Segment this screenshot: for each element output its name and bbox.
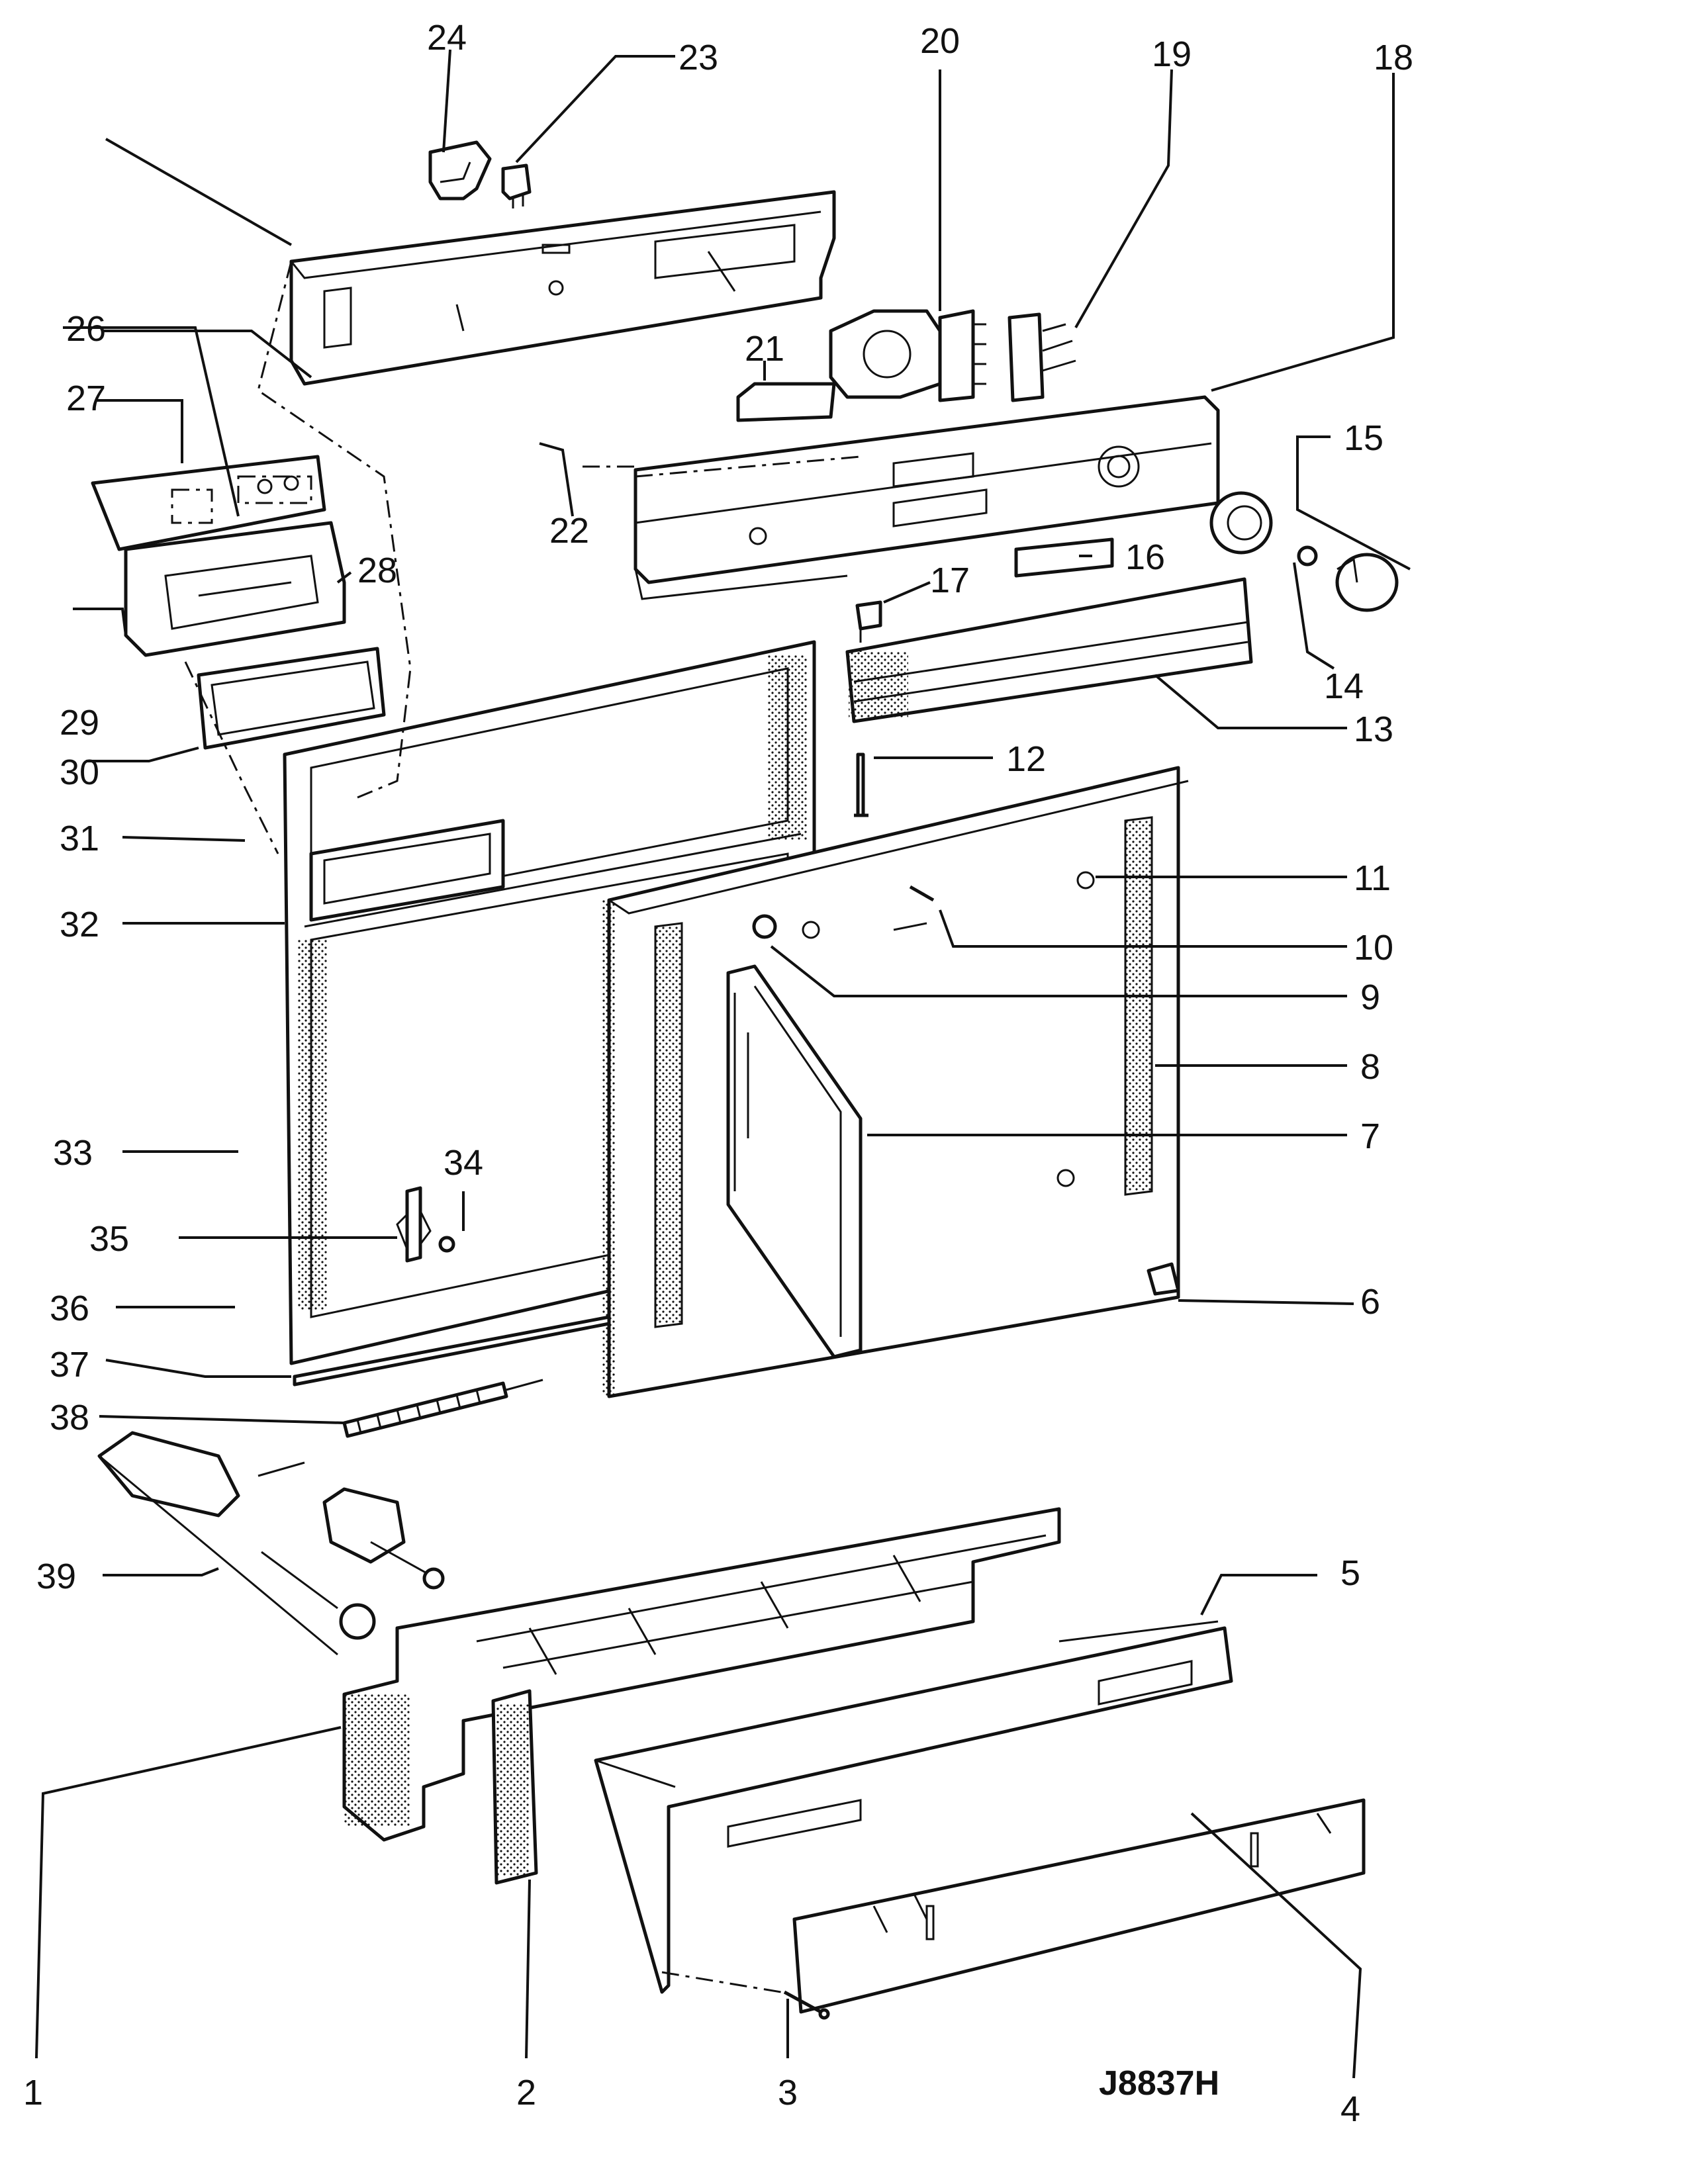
side-bracket (491, 1689, 538, 1885)
hinge-mechanism (97, 1431, 445, 1656)
callout-17: 17 (930, 561, 970, 600)
callout-32: 32 (60, 905, 99, 944)
callout-19: 19 (1152, 34, 1192, 74)
callout-33: 33 (53, 1133, 93, 1173)
front-plinth (792, 1798, 1366, 2014)
callout-9: 9 (1360, 978, 1380, 1017)
indicator-lens (1014, 537, 1114, 578)
callout-30: 30 (60, 752, 99, 792)
callout-14: 14 (1324, 666, 1364, 706)
callout-15: 15 (1344, 418, 1383, 458)
drawing-code: J8837H (1099, 2064, 1219, 2103)
control-knob (1335, 553, 1399, 612)
door-seal-strip (293, 1315, 611, 1387)
door-hinge-frame (726, 922, 927, 1359)
callout-6: 6 (1360, 1282, 1380, 1322)
callout-1: 1 (23, 2073, 43, 2113)
timer-unit (829, 309, 986, 402)
dispenser-lid (91, 455, 326, 551)
knob-spring (1297, 545, 1318, 567)
callout-26: 26 (66, 309, 106, 349)
callout-38: 38 (50, 1398, 89, 1437)
leader-lines (35, 49, 1411, 2079)
switch-cover (736, 382, 836, 422)
adjuster-9 (752, 914, 777, 939)
callout-12: 12 (1006, 739, 1046, 779)
callout-28: 28 (357, 551, 397, 590)
callout-labels: 1 2 3 4 5 6 7 8 9 10 11 12 13 14 15 16 1… (23, 18, 1413, 2129)
screw-10 (909, 885, 935, 902)
callout-23: 23 (679, 38, 718, 77)
callout-31: 31 (60, 819, 99, 858)
plinth-inner (594, 1620, 1233, 1994)
microswitch (501, 163, 532, 208)
callout-27: 27 (66, 379, 106, 418)
callout-5: 5 (1340, 1553, 1360, 1593)
callout-22: 22 (549, 511, 589, 551)
callout-36: 36 (50, 1289, 89, 1328)
knob-housing (1209, 491, 1273, 555)
callout-21: 21 (745, 329, 784, 369)
callout-24: 24 (427, 18, 467, 58)
callout-10: 10 (1354, 928, 1393, 968)
door-top-trim (845, 577, 1253, 723)
door-spring (342, 1379, 543, 1438)
corner-clip-6 (1147, 1262, 1180, 1296)
callout-39: 39 (36, 1557, 76, 1596)
plinth-screw (783, 1990, 830, 2020)
callout-8: 8 (1360, 1047, 1380, 1087)
callout-4: 4 (1340, 2089, 1360, 2129)
callout-16: 16 (1125, 537, 1165, 577)
dispenser-gasket (197, 647, 386, 750)
base-frame (342, 1507, 1061, 1842)
callout-7: 7 (1360, 1116, 1380, 1156)
callout-34: 34 (444, 1143, 483, 1183)
assembly-lines (184, 261, 862, 1993)
callout-35: 35 (89, 1219, 129, 1259)
callout-2: 2 (516, 2073, 536, 2113)
callout-13: 13 (1354, 709, 1393, 749)
switch-bracket (428, 140, 492, 201)
timer-connector (1008, 312, 1076, 402)
latch-hook (405, 1186, 455, 1263)
callout-3: 3 (778, 2073, 798, 2113)
callout-18: 18 (1374, 38, 1413, 77)
callout-20: 20 (920, 21, 960, 61)
hinge-pivot (855, 600, 882, 631)
callout-37: 37 (50, 1345, 89, 1385)
trim-screw (854, 752, 868, 817)
callout-11: 11 (1354, 858, 1391, 898)
callout-29: 29 (60, 703, 99, 743)
